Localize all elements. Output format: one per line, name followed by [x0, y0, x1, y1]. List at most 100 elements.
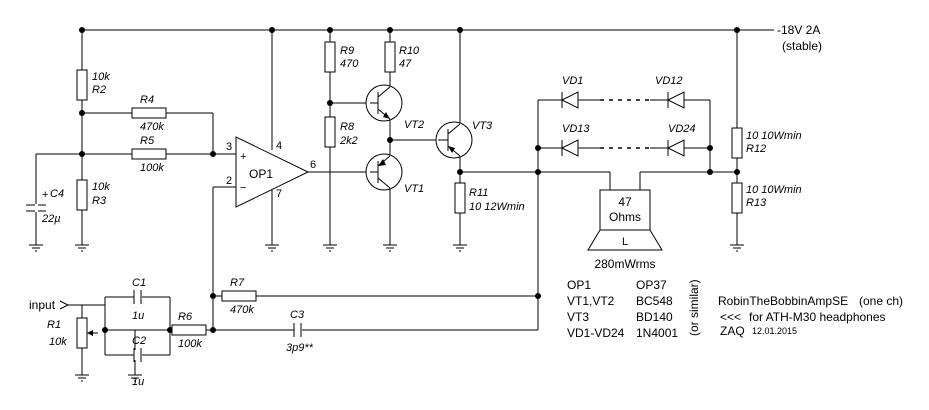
svg-text:100k: 100k: [178, 338, 202, 350]
parts-note: (or similar): [687, 279, 701, 336]
ground-icon: [29, 244, 43, 252]
svg-text:VD13: VD13: [562, 123, 590, 135]
svg-text:R12: R12: [746, 143, 766, 155]
ground-icon: [128, 374, 142, 382]
resistor-r10: R10 47: [384, 41, 420, 73]
svg-text:10k: 10k: [92, 181, 110, 193]
ground-icon: [75, 244, 89, 252]
svg-text:7: 7: [276, 188, 282, 200]
svg-text:input: input: [29, 298, 56, 312]
ground-icon: [383, 244, 397, 252]
ground-icon: [453, 244, 467, 252]
svg-text:100k: 100k: [140, 162, 164, 174]
svg-text:R3: R3: [92, 195, 107, 207]
diode-vd12: VD12: [650, 75, 690, 109]
svg-text:C4: C4: [50, 188, 64, 200]
svg-text:VT3: VT3: [472, 120, 493, 132]
parts-value: BD140: [636, 310, 673, 324]
resistor-r9: R9 470: [324, 41, 359, 73]
svg-text:10 10Wmin: 10 10Wmin: [746, 130, 802, 142]
svg-text:2k2: 2k2: [339, 135, 358, 147]
svg-text:VD1: VD1: [562, 75, 583, 87]
resistor-r6: R6 100k: [171, 311, 207, 350]
capacitor-c1: C1 1u: [132, 277, 146, 322]
svg-text:3p9**: 3p9**: [286, 342, 314, 354]
svg-text:R9: R9: [340, 45, 354, 57]
opamp-op1: + − OP1 3 2 4 6 7: [226, 136, 316, 208]
svg-text:10k: 10k: [49, 336, 67, 348]
parts-ref: VT3: [567, 310, 589, 324]
svg-text:47: 47: [399, 58, 412, 70]
svg-text:C1: C1: [132, 277, 146, 289]
ground-icon: [265, 244, 279, 252]
svg-text:+: +: [240, 151, 246, 163]
svg-text:47: 47: [618, 195, 632, 209]
diode-vd1: VD1: [560, 75, 600, 109]
svg-text:R1: R1: [47, 319, 61, 331]
svg-text:−: −: [240, 182, 246, 194]
svg-text:6: 6: [310, 159, 316, 171]
svg-text:(stable): (stable): [782, 39, 822, 53]
diode-chain-dots: [600, 99, 650, 149]
svg-text:10 12Wmin: 10 12Wmin: [469, 201, 525, 213]
svg-text:4: 4: [276, 140, 282, 152]
svg-text:10k: 10k: [92, 71, 110, 83]
svg-text:470k: 470k: [140, 121, 164, 133]
svg-text:12.01.2015: 12.01.2015: [752, 326, 797, 336]
svg-text:L: L: [622, 236, 628, 248]
transistor-vt1: VT1: [365, 153, 424, 195]
svg-text:VD24: VD24: [668, 123, 696, 135]
svg-text:C2: C2: [132, 335, 146, 347]
svg-text:470k: 470k: [230, 304, 254, 316]
credits: RobinTheBobbinAmpSE (one ch) <<< for ATH…: [718, 294, 903, 338]
capacitor-c2: C2 1u: [132, 335, 146, 388]
ground-symbols: [29, 244, 744, 382]
svg-text:1u: 1u: [132, 376, 144, 388]
resistor-r8: R8 2k2: [324, 116, 358, 148]
parts-list: OP1 OP37 VT1,VT2 BC548 VT3 BD140 VD1-VD2…: [567, 278, 701, 340]
svg-text:R4: R4: [140, 94, 154, 106]
input-terminal: input: [29, 298, 70, 312]
svg-text:VT1: VT1: [404, 183, 424, 195]
svg-text:R8: R8: [340, 121, 355, 133]
ground-icon: [323, 244, 337, 252]
svg-text:R11: R11: [469, 187, 488, 199]
svg-text:R5: R5: [140, 135, 155, 147]
speaker: 47 Ohms L 280mWrms: [587, 189, 663, 271]
resistor-r12: 10 10Wmin R12: [731, 127, 802, 159]
resistor-r3: 10k R3: [76, 179, 110, 211]
svg-text:VT2: VT2: [404, 119, 424, 131]
svg-text:3: 3: [226, 141, 232, 153]
svg-text:Ohms: Ohms: [609, 210, 641, 224]
svg-text:R2: R2: [92, 84, 106, 96]
svg-text:RobinTheBobbinAmpSE: RobinTheBobbinAmpSE: [718, 294, 848, 308]
svg-text:C3: C3: [290, 309, 305, 321]
svg-text:ZAQ: ZAQ: [720, 324, 745, 338]
ground-icon: [730, 244, 744, 252]
resistor-r2: 10k R2: [76, 69, 110, 101]
transistor-vt3: VT3: [435, 120, 493, 159]
parts-value: OP37: [636, 278, 667, 292]
resistor-r4: R4 470k: [131, 94, 167, 133]
svg-text:470: 470: [340, 58, 359, 70]
svg-text:-18V 2A: -18V 2A: [777, 23, 820, 37]
svg-text:R13: R13: [746, 197, 767, 209]
parts-ref: OP1: [567, 278, 591, 292]
svg-text:<<<: <<<: [720, 310, 741, 324]
potentiometer-r1: R1 10k: [47, 317, 98, 349]
resistor-r7: R7 470k: [221, 277, 257, 316]
resistor-r13: 10 10Wmin R13: [731, 182, 802, 214]
svg-text:2: 2: [226, 175, 232, 187]
parts-ref: VT1,VT2: [567, 294, 615, 308]
capacitor-c3: C3 3p9**: [286, 309, 314, 354]
svg-text:VD12: VD12: [655, 75, 683, 87]
svg-text:280mWrms: 280mWrms: [594, 257, 655, 271]
diode-vd13: VD13: [560, 123, 600, 157]
resistor-r5: R5 100k: [131, 135, 167, 174]
svg-text:R6: R6: [178, 311, 193, 323]
svg-text:+: +: [42, 189, 48, 201]
svg-text:R7: R7: [230, 277, 245, 289]
svg-text:(one ch): (one ch): [859, 294, 903, 308]
parts-value: BC548: [636, 294, 673, 308]
